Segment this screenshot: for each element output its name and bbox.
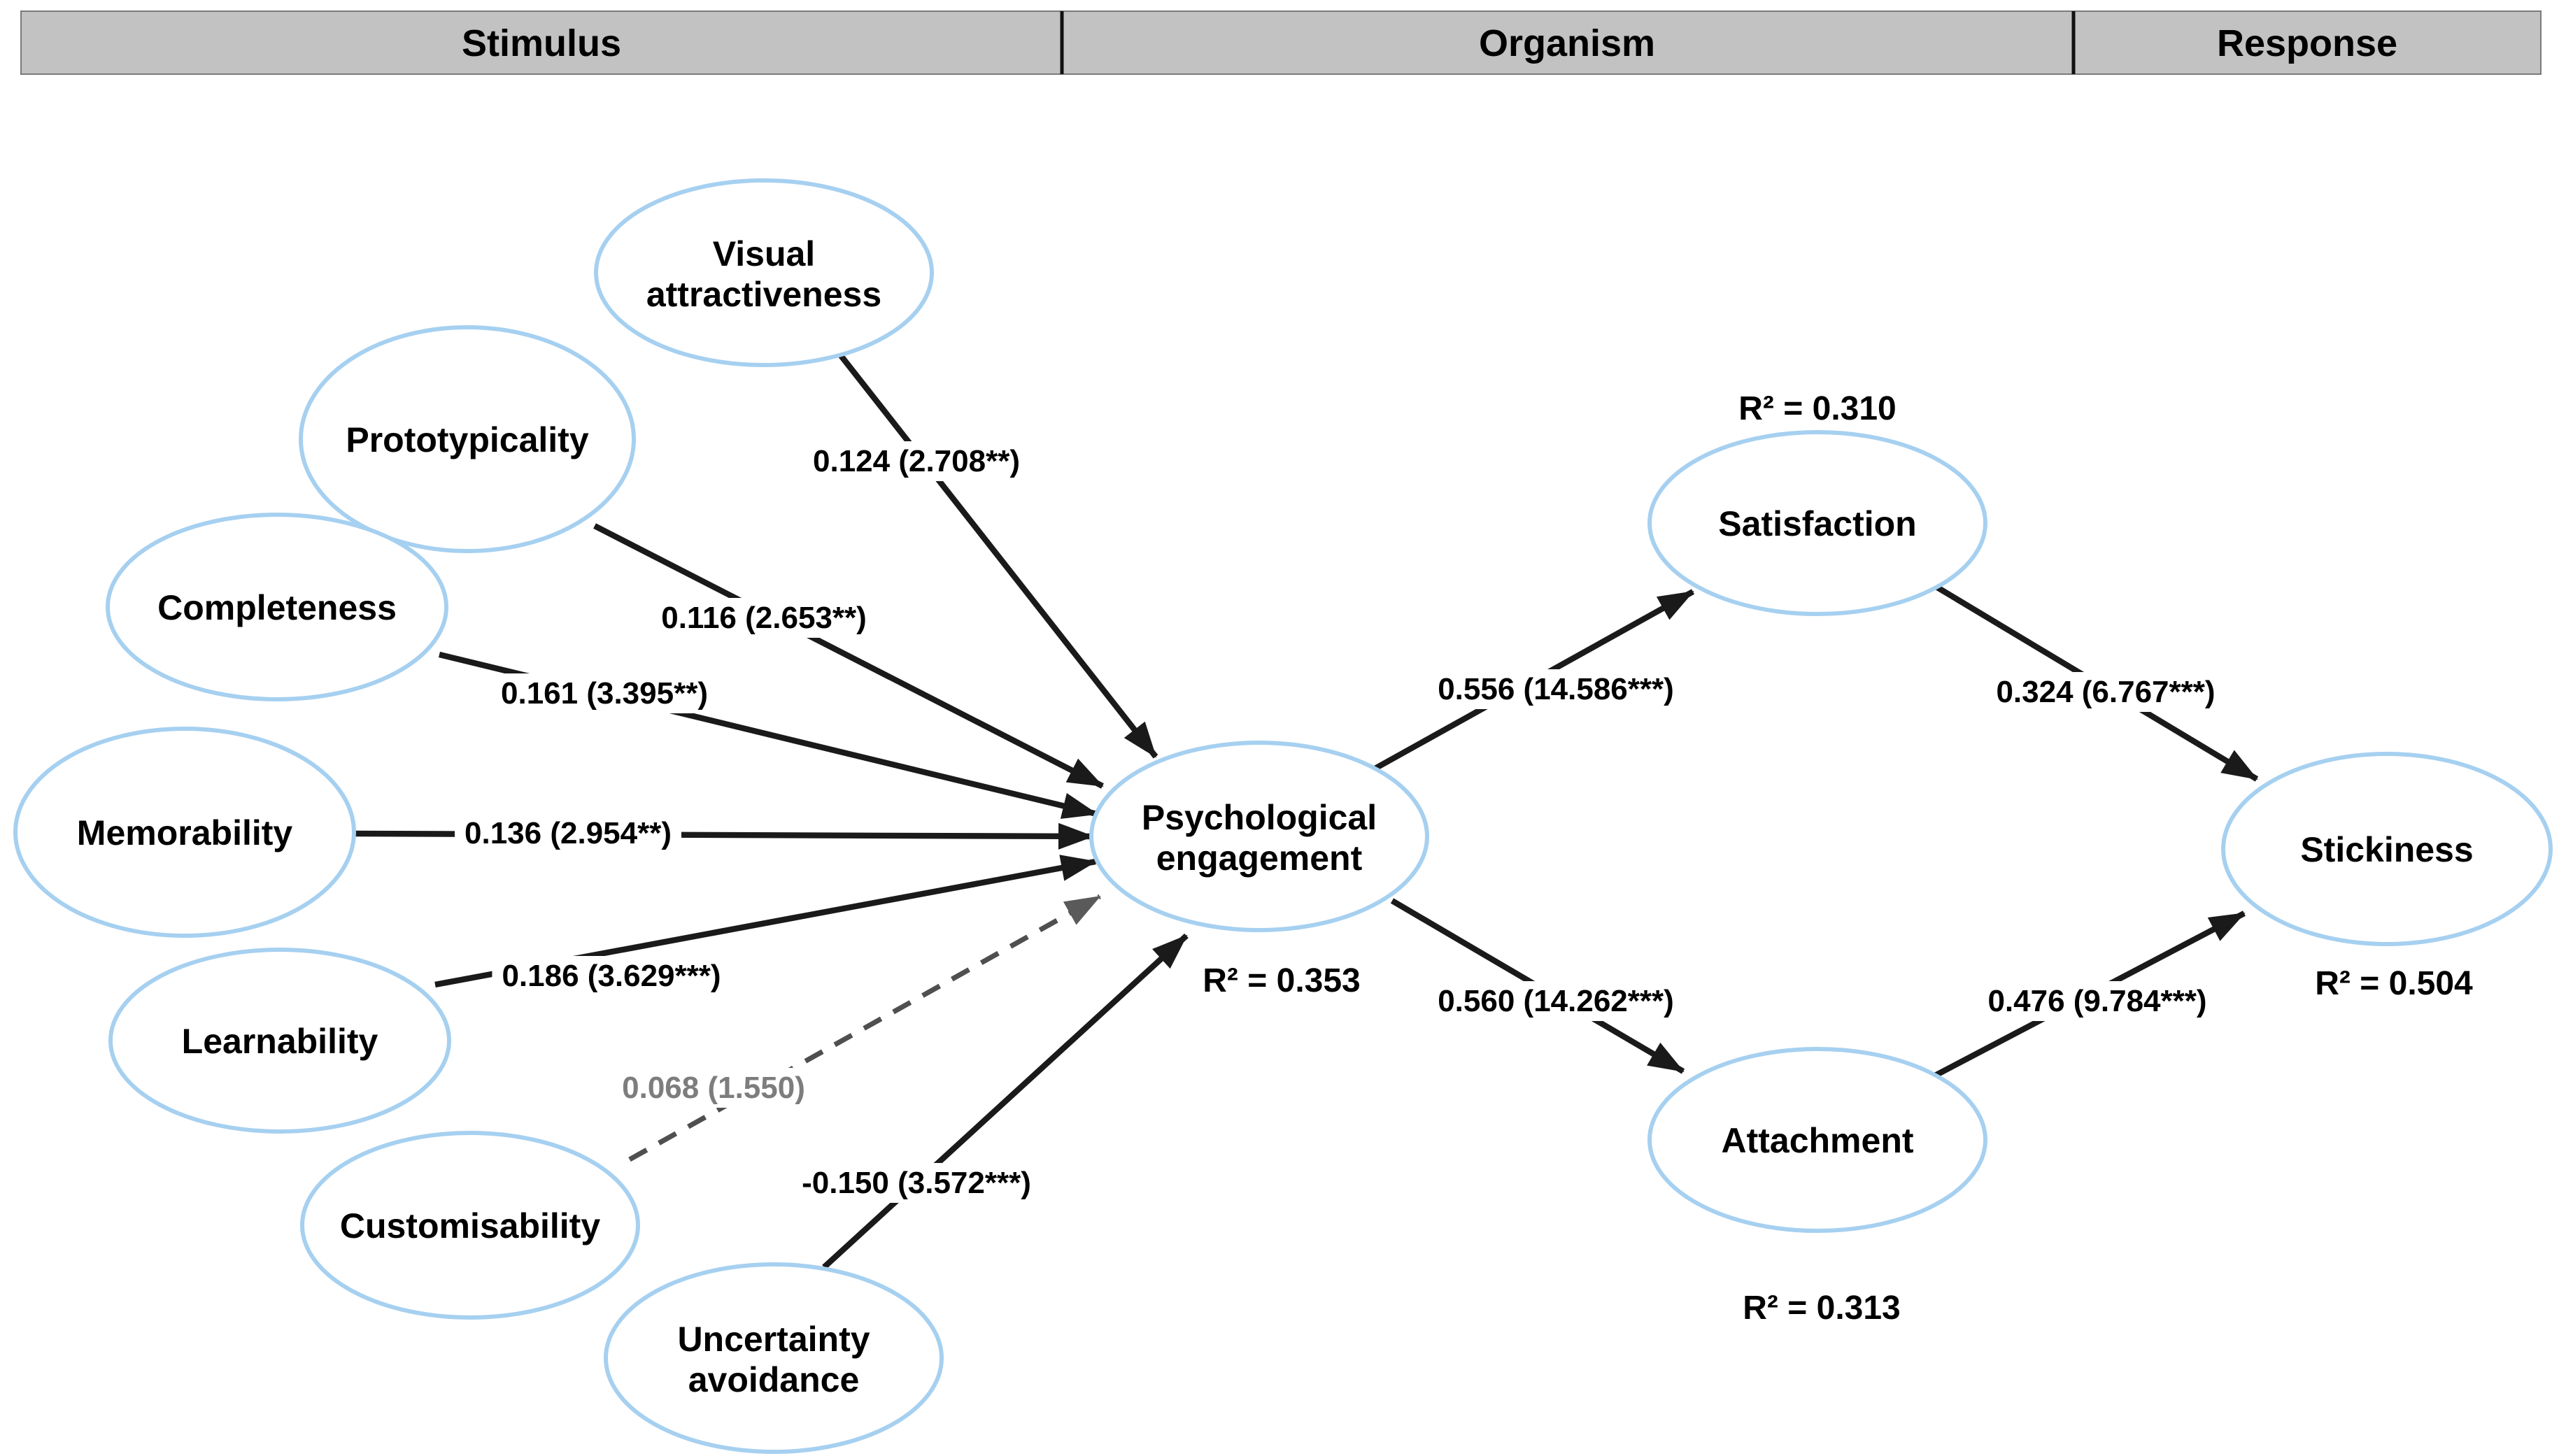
header-bar	[20, 10, 2542, 75]
node-memorability: Memorability	[13, 727, 356, 938]
edge-label-background	[803, 441, 1030, 481]
attachment-ellipse	[1647, 1047, 1987, 1233]
stickiness-label: Stickiness	[2300, 830, 2473, 869]
edge-label-background	[491, 673, 718, 713]
edge-prototypicality-to-psychological-engagement	[593, 523, 1104, 789]
sor-header: Stimulus Organism Response	[20, 10, 2542, 75]
customisability-label: Customisability	[340, 1206, 600, 1246]
edge-visual-attractiveness-to-psychological-engagement	[837, 352, 1158, 759]
coefficient-learnability: 0.186 (3.629***)	[502, 959, 721, 993]
memorability-ellipse	[13, 727, 356, 938]
customisability-ellipse	[300, 1131, 640, 1320]
prototypicality-label: Prototypicality	[346, 420, 588, 459]
coefficient-satisfaction-stickiness: 0.324 (6.767***)	[1996, 675, 2215, 709]
node-completeness: Completeness	[106, 513, 448, 701]
completeness-label: Completeness	[157, 588, 397, 627]
attachment-r2: R² = 0.313	[1743, 1290, 1900, 1327]
coefficient-memorability: 0.136 (2.954**)	[465, 816, 672, 850]
coefficient-customisability-nonsignificant: 0.068 (1.550)	[622, 1071, 805, 1105]
visual-attractiveness-ellipse	[594, 178, 934, 367]
psychological-engagement-r2: R² = 0.353	[1203, 962, 1360, 999]
header-section-response: Response	[2217, 22, 2397, 64]
header-section-organism: Organism	[1479, 22, 1655, 64]
completeness-ellipse	[106, 513, 448, 701]
edge-label-background	[1978, 981, 2217, 1021]
edge-customisability-to-psychological-engagement-nonsignificant	[628, 894, 1101, 1162]
edge-label-background	[492, 956, 731, 996]
node-customisability: Customisability	[300, 1131, 640, 1320]
coefficient-prototypicality: 0.116 (2.653**)	[661, 601, 867, 635]
prototypicality-ellipse	[299, 325, 636, 553]
edge-label-background	[612, 1068, 815, 1108]
learnability-ellipse	[108, 948, 451, 1134]
node-satisfaction: Satisfaction R² = 0.310	[1647, 390, 1987, 616]
satisfaction-label: Satisfaction	[1718, 504, 1916, 543]
node-learnability: Learnability	[108, 948, 451, 1134]
edge-label-background	[1428, 669, 1684, 709]
stickiness-r2: R² = 0.504	[2315, 965, 2473, 1002]
node-attachment: Attachment R² = 0.313	[1647, 1047, 1987, 1327]
attachment-label: Attachment	[1721, 1121, 1913, 1160]
coefficient-engagement-attachment: 0.560 (14.262***)	[1438, 984, 1674, 1018]
edge-label-background	[1428, 981, 1684, 1021]
coefficient-attachment-stickiness: 0.476 (9.784***)	[1987, 984, 2206, 1018]
node-stickiness: Stickiness R² = 0.504	[2221, 752, 2553, 1002]
stickiness-ellipse	[2221, 752, 2553, 946]
coefficient-uncertainty-avoidance: -0.150 (3.572***)	[802, 1166, 1031, 1200]
memorability-label: Memorability	[77, 813, 293, 852]
edge-label-background	[651, 598, 877, 638]
edge-label-background	[455, 813, 681, 853]
uncertainty-avoidance-ellipse	[604, 1262, 944, 1454]
coefficient-engagement-satisfaction: 0.556 (14.586***)	[1438, 672, 1674, 706]
learnability-label: Learnability	[182, 1022, 378, 1061]
edge-labels: 0.124 (2.708**) 0.116 (2.653**) 0.161 (3…	[455, 441, 2225, 1203]
header-section-stimulus: Stimulus	[462, 22, 621, 64]
edge-label-background	[792, 1163, 1041, 1203]
psychological-engagement-ellipse	[1089, 741, 1429, 932]
satisfaction-ellipse	[1647, 430, 1987, 616]
node-prototypicality: Prototypicality	[299, 325, 636, 553]
satisfaction-r2: R² = 0.310	[1738, 390, 1896, 427]
coefficient-completeness: 0.161 (3.395**)	[501, 676, 708, 711]
edge-uncertainty-avoidance-to-psychological-engagement	[822, 933, 1189, 1270]
coefficient-visual-attractiveness: 0.124 (2.708**)	[813, 444, 1020, 478]
edge-label-background	[1986, 672, 2225, 712]
